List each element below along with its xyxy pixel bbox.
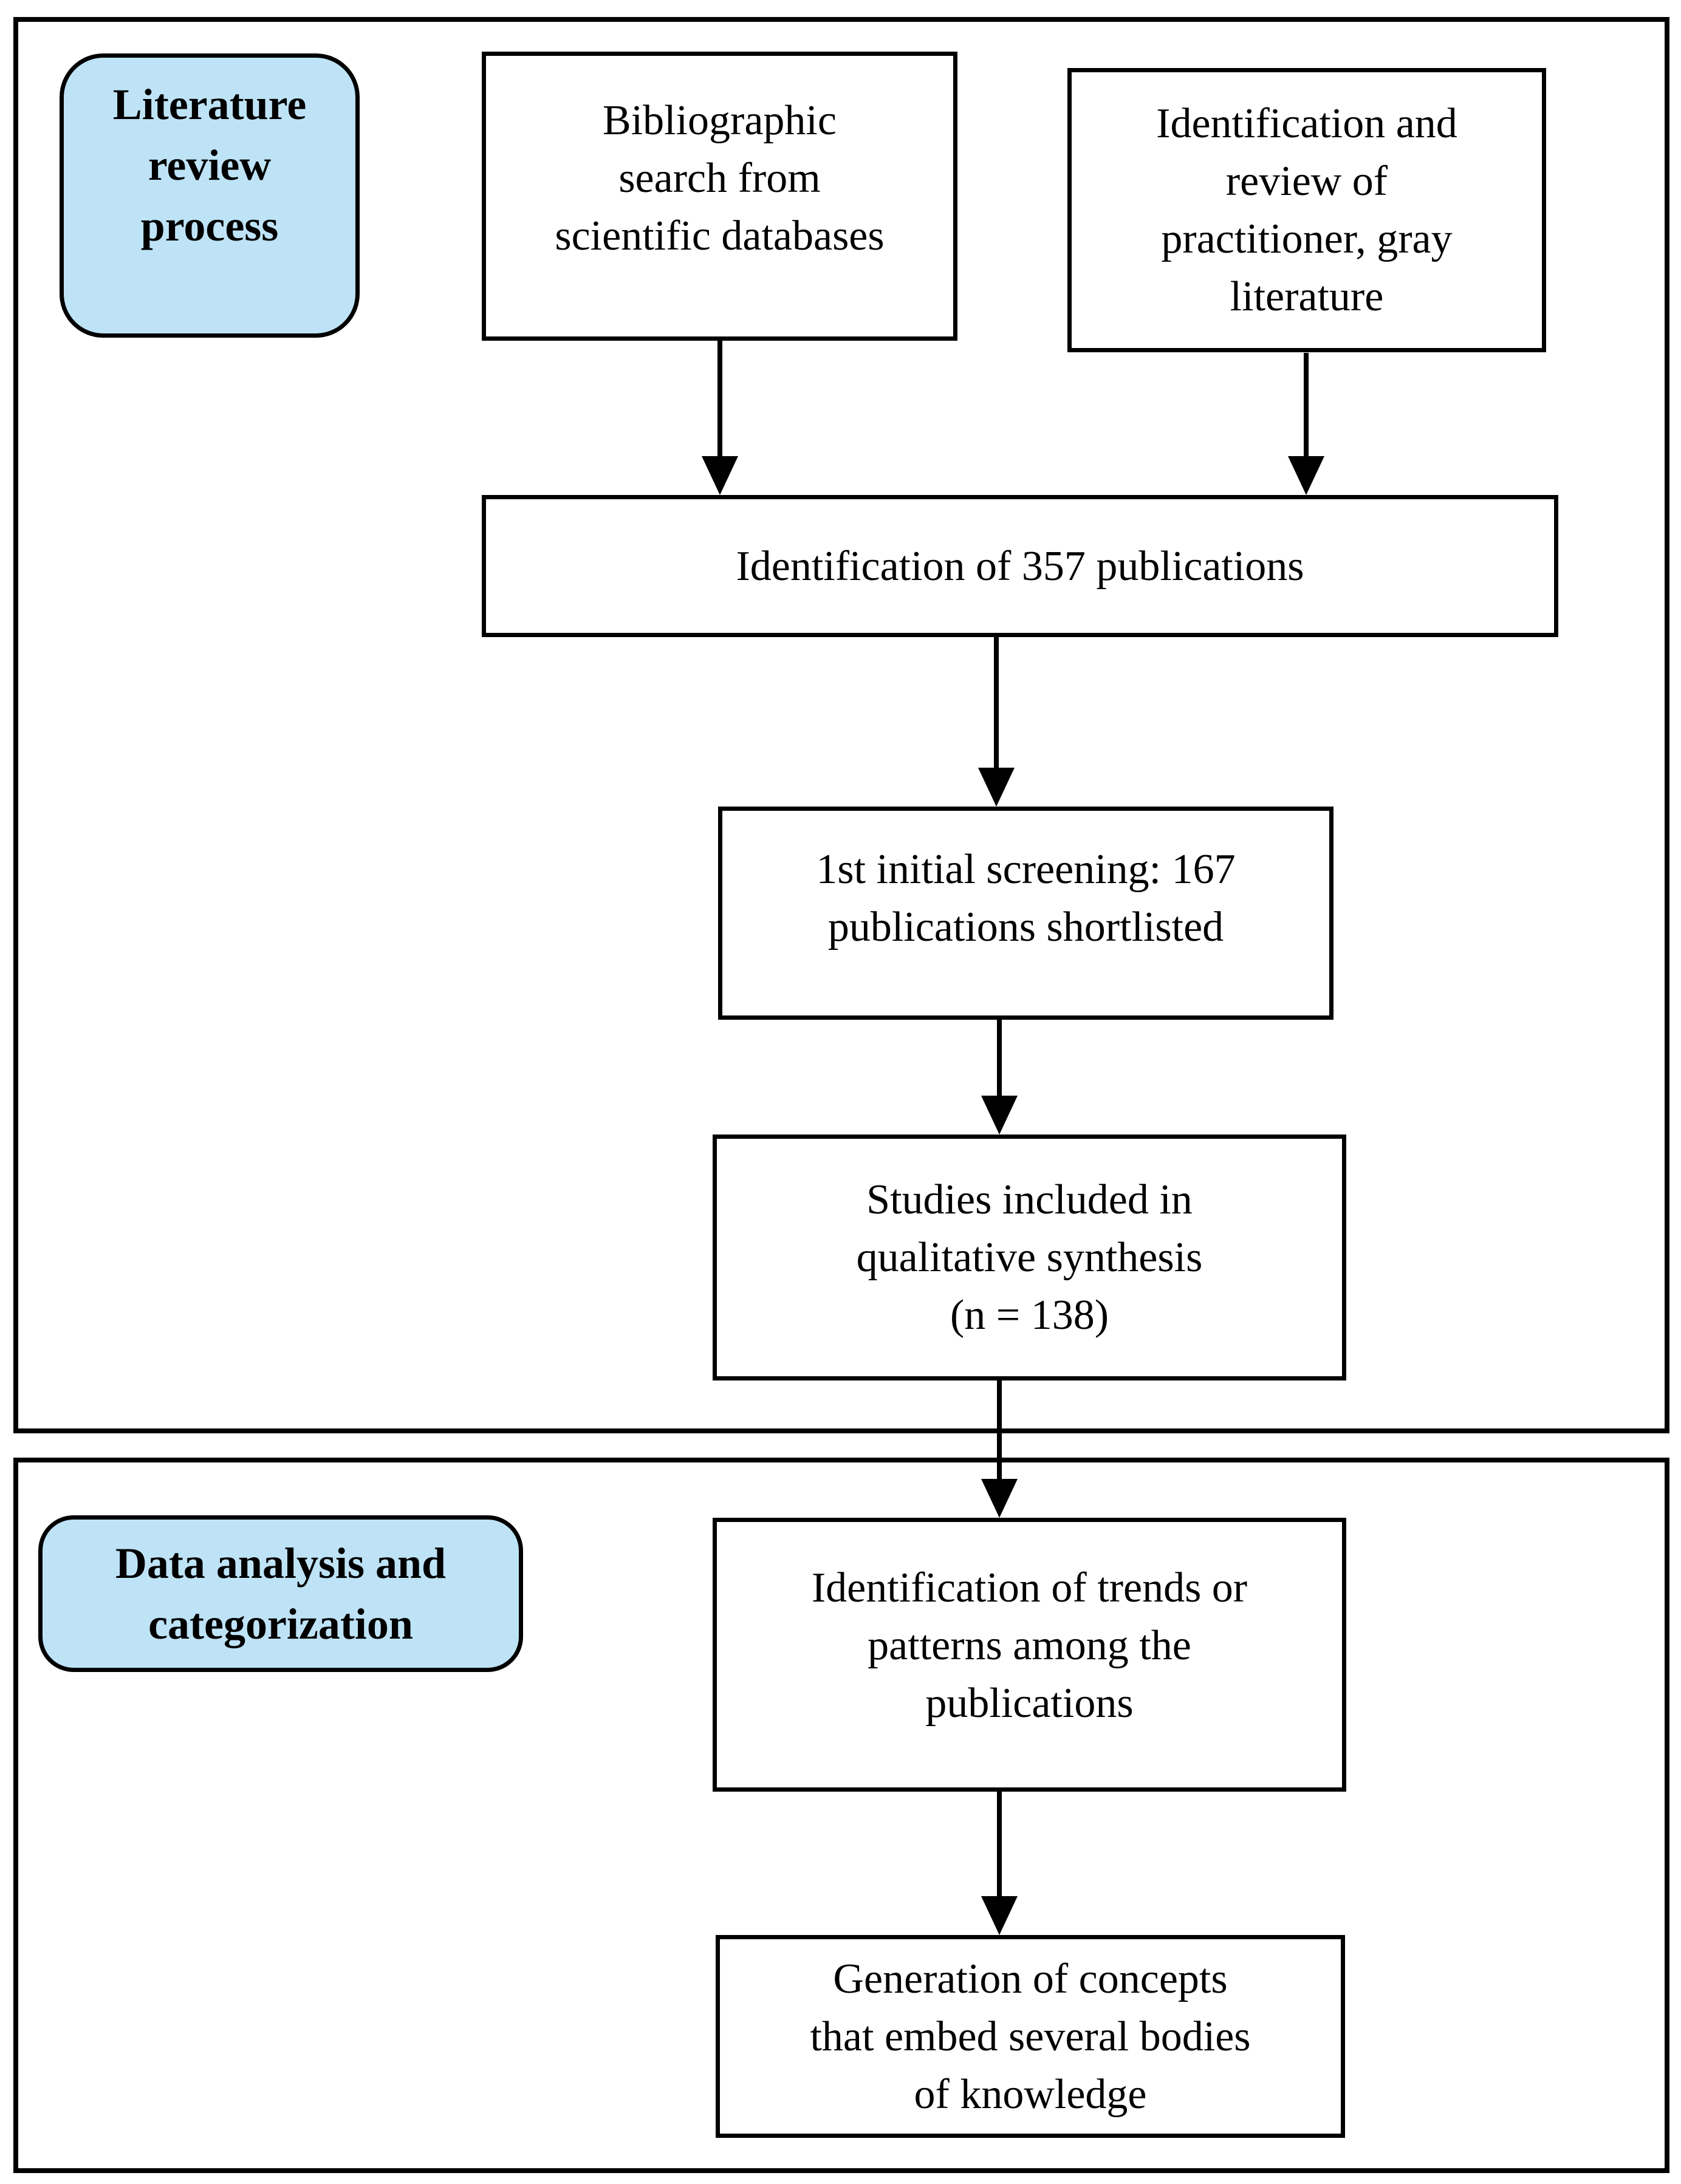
box-qualitative-synthesis: Studies included in qualitative synthesi… — [713, 1135, 1346, 1380]
label-literature-review-process-text: Literature review process — [112, 80, 307, 250]
arrow-shaft — [994, 637, 999, 768]
arrow-shaft — [717, 341, 722, 456]
section-frame-data-analysis — [13, 1458, 1669, 2173]
box-bibliographic-search: Bibliographic search from scientific dat… — [482, 52, 957, 341]
label-literature-review-process: Literature review process — [60, 53, 360, 338]
box-first-initial-screening: 1st initial screening: 167 publications … — [718, 807, 1334, 1020]
arrow-shaft — [997, 1792, 1002, 1896]
box-generation-of-concepts: Generation of concepts that embed severa… — [716, 1935, 1345, 2138]
arrow-head-icon — [981, 1896, 1018, 1935]
arrow-shaft — [997, 1380, 1002, 1479]
arrow-bibliographic-to-identification — [702, 341, 738, 495]
arrow-synthesis-to-trends — [981, 1380, 1018, 1518]
label-data-analysis-categorization-text: Data analysis and categorization — [115, 1539, 447, 1648]
arrow-shaft — [1304, 353, 1309, 456]
box-identification-357-publications-text: Identification of 357 publications — [736, 542, 1304, 590]
box-practitioner-gray-literature-text: Identification and review of practitione… — [1156, 100, 1457, 320]
box-generation-of-concepts-text: Generation of concepts that embed severa… — [810, 1955, 1251, 2118]
arrow-screening-to-synthesis — [981, 1020, 1018, 1135]
arrow-shaft — [997, 1020, 1002, 1096]
arrow-trends-to-generation — [981, 1792, 1018, 1935]
arrow-head-icon — [1288, 456, 1324, 495]
arrow-head-icon — [981, 1096, 1018, 1135]
arrow-practitioner-to-identification — [1288, 353, 1324, 495]
box-trends-patterns: Identification of trends or patterns amo… — [713, 1518, 1346, 1792]
arrow-identification-to-screening — [978, 637, 1015, 807]
arrow-head-icon — [978, 768, 1015, 807]
box-first-initial-screening-text: 1st initial screening: 167 publications … — [816, 845, 1236, 950]
box-qualitative-synthesis-text: Studies included in qualitative synthesi… — [856, 1176, 1203, 1339]
box-trends-patterns-text: Identification of trends or patterns amo… — [811, 1565, 1248, 1727]
box-identification-357-publications: Identification of 357 publications — [482, 495, 1558, 637]
label-data-analysis-categorization: Data analysis and categorization — [38, 1515, 523, 1672]
arrow-head-icon — [981, 1479, 1018, 1518]
box-practitioner-gray-literature: Identification and review of practitione… — [1067, 68, 1546, 352]
section-frame-literature-review — [13, 17, 1669, 1433]
arrow-head-icon — [702, 456, 738, 495]
box-bibliographic-search-text: Bibliographic search from scientific dat… — [555, 97, 885, 259]
